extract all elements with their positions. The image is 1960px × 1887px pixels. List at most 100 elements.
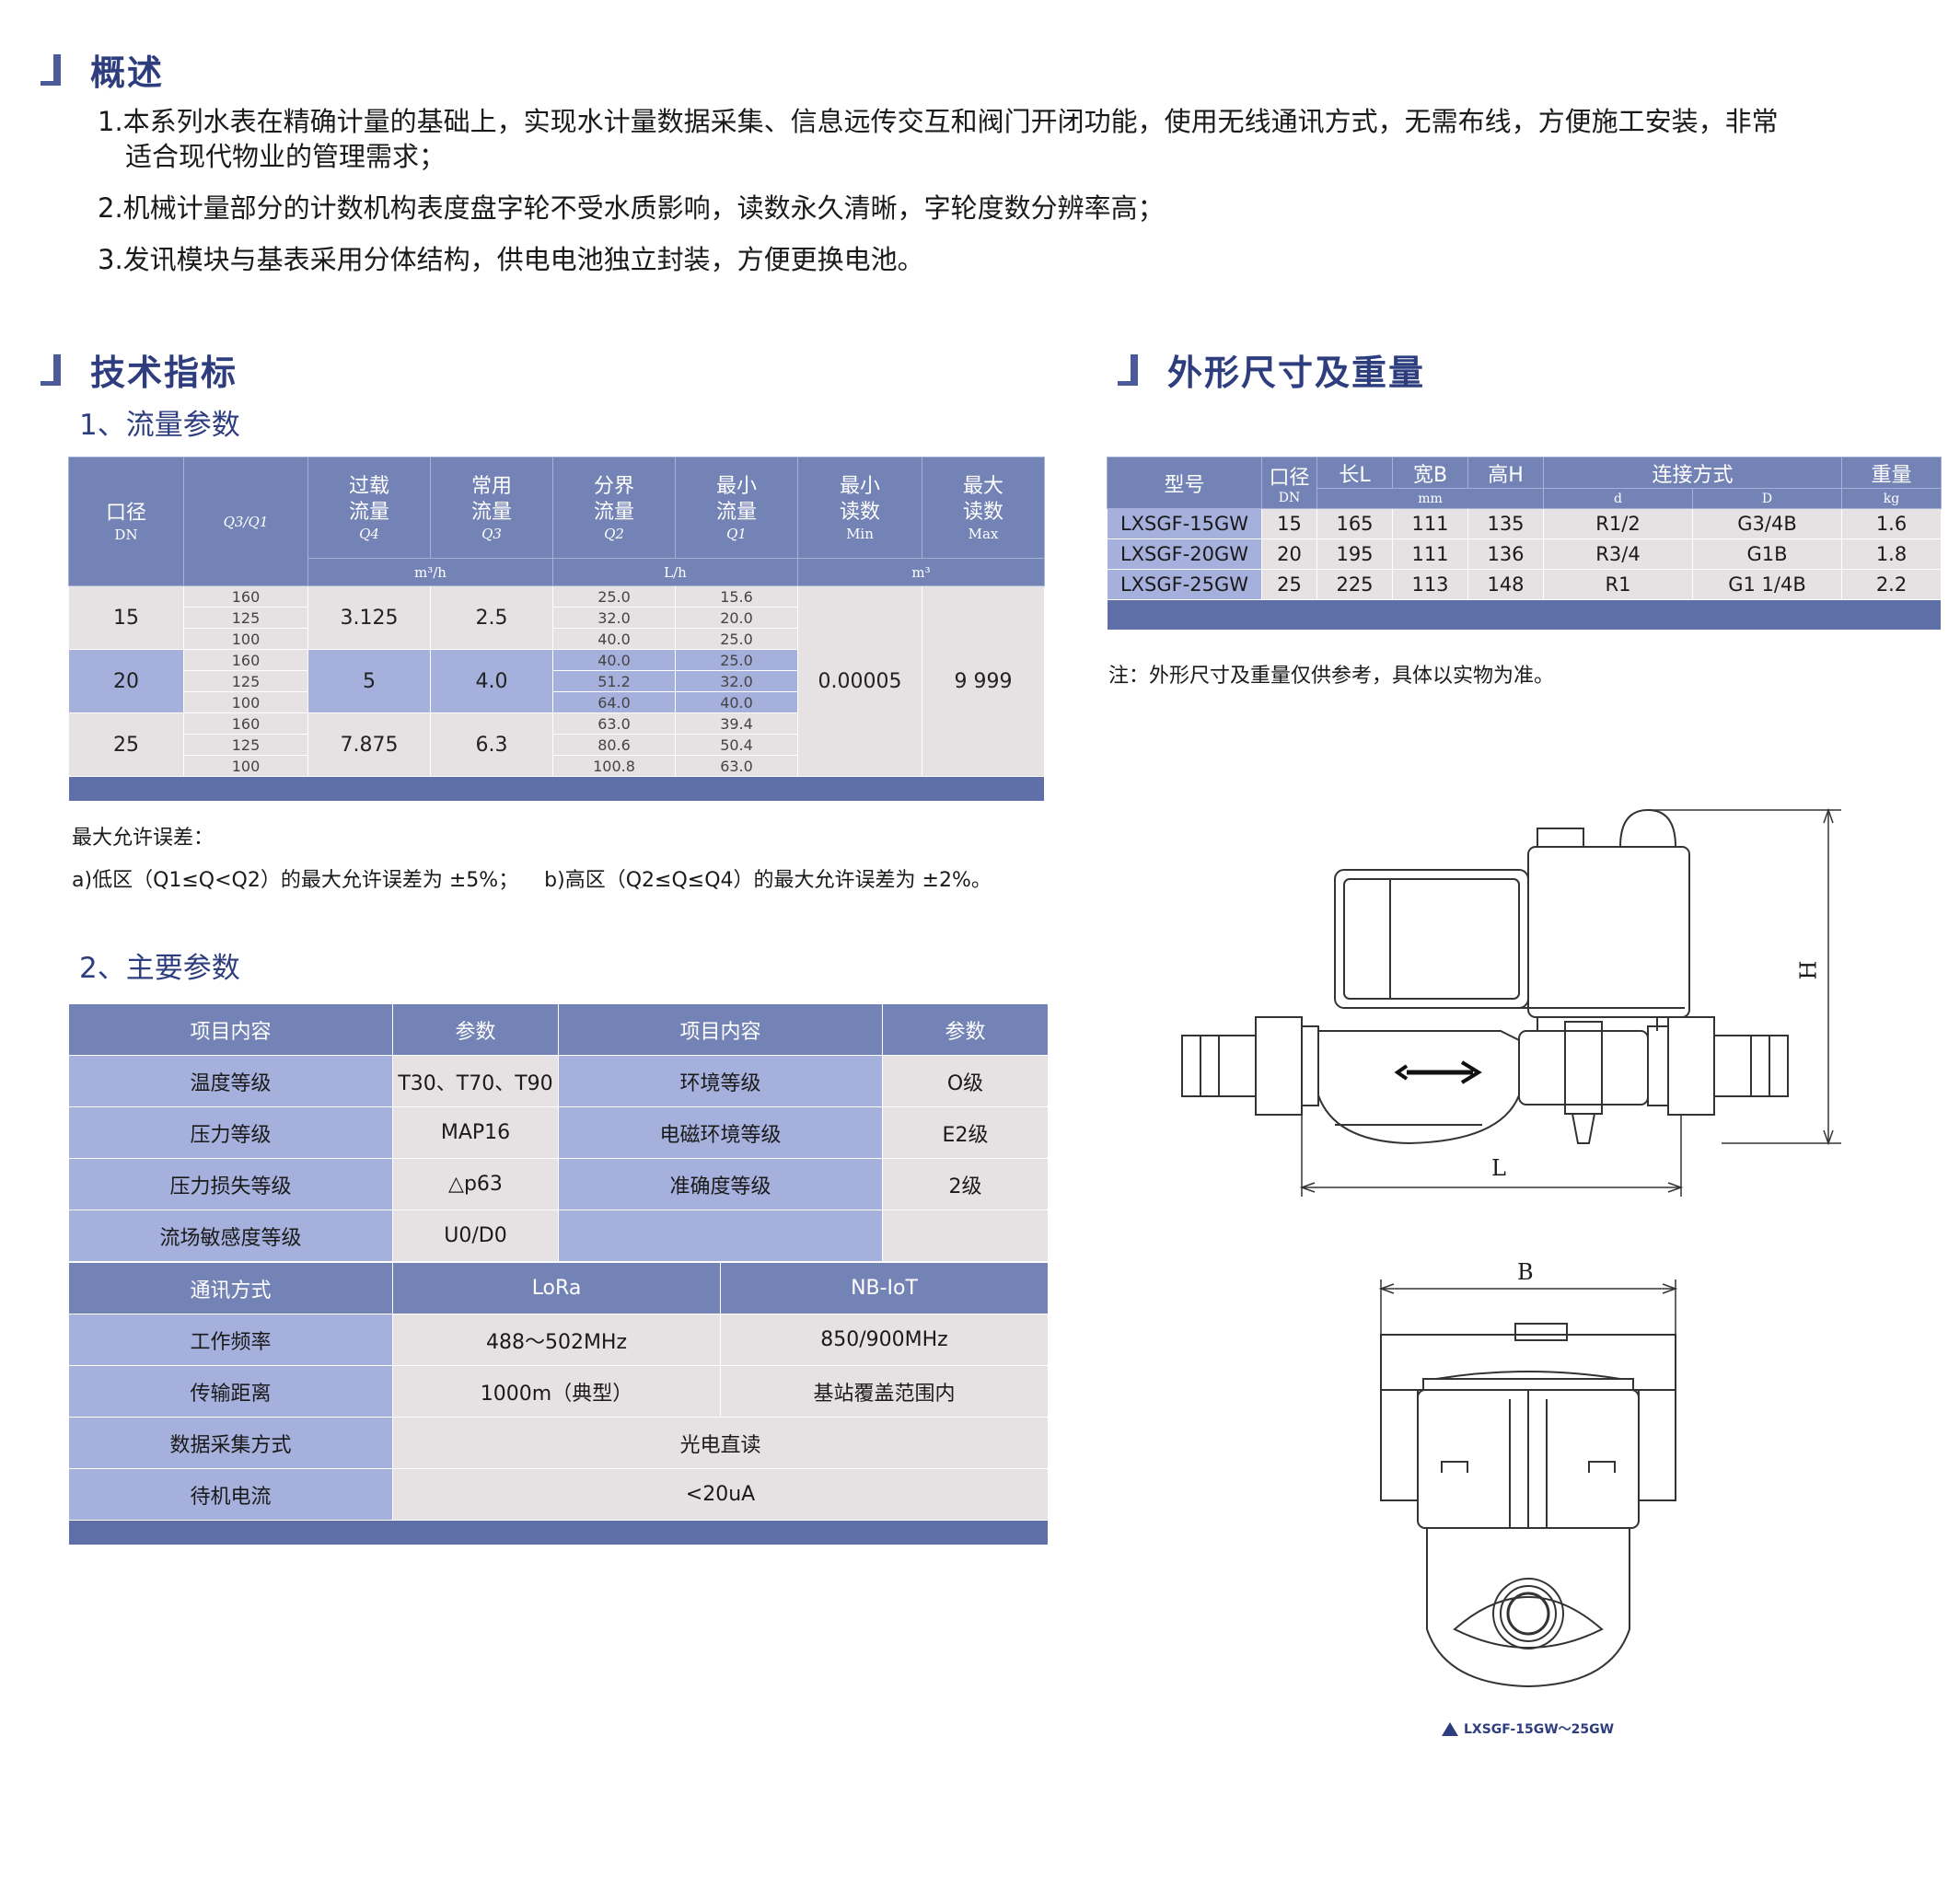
unit-kg: kg — [1841, 488, 1943, 509]
cell-q1: 25.0 — [675, 628, 798, 650]
meter-front-view-drawing — [1378, 1279, 1678, 1688]
param-value: 850/900MHz — [720, 1314, 1049, 1366]
table-row: 压力损失等级 △p63 准确度等级 2级 — [68, 1158, 1049, 1210]
cell-ratio: 160 — [183, 712, 308, 735]
param-label: 准确度等级 — [558, 1158, 883, 1210]
param-value: △p63 — [392, 1158, 559, 1210]
cell-min-reading: 0.00005 — [797, 585, 922, 777]
cell-D: G1B — [1691, 538, 1843, 570]
param-label: 待机电流 — [68, 1468, 393, 1521]
table-header-row: 项目内容 参数 项目内容 参数 — [68, 1003, 1049, 1056]
param-value: T30、T70、T90 — [392, 1055, 559, 1107]
header-param: 参数 — [882, 1003, 1049, 1056]
cell-q3: 4.0 — [430, 649, 553, 713]
cell-weight: 1.8 — [1841, 538, 1943, 570]
cell-model: LXSGF-25GW — [1107, 569, 1262, 600]
param-label: 压力等级 — [68, 1106, 393, 1159]
error-label: 最大允许误差： — [72, 827, 215, 850]
comm-nbiot: NB-IoT — [720, 1262, 1049, 1314]
param-value — [882, 1210, 1049, 1262]
comm-params-table: 通讯方式 LoRa NB-IoT 工作频率 488～502MHz 850/900… — [68, 1262, 1049, 1545]
param-value: 488～502MHz — [392, 1314, 721, 1366]
param-label: 数据采集方式 — [68, 1417, 393, 1469]
param-label: 温度等级 — [68, 1055, 393, 1107]
table-row: 25 160 7.875 6.3 63.0 39.4 — [68, 712, 1045, 777]
triangle-icon — [1442, 1721, 1458, 1736]
cell-ratio: 160 — [183, 585, 308, 608]
cell-D: G1 1/4B — [1691, 569, 1843, 600]
cell-dn: 20 — [1261, 538, 1317, 570]
cell-dn: 25 — [1261, 569, 1317, 600]
param-value: 2级 — [882, 1158, 1049, 1210]
table-header-row: 通讯方式 LoRa NB-IoT — [68, 1262, 1049, 1314]
param-value: <20uA — [392, 1468, 1049, 1521]
param-label: 传输距离 — [68, 1365, 393, 1418]
cell-ratio: 125 — [183, 607, 308, 629]
cell-q1: 40.0 — [675, 691, 798, 713]
dims-note: 注：外形尺寸及重量仅供参考，具体以实物为准。 — [1108, 665, 1555, 688]
cell-q4: 5 — [307, 649, 431, 713]
drawing-caption: LXSGF-15GW～25GW — [1442, 1719, 1614, 1738]
col-weight: 重量 — [1841, 457, 1943, 489]
cell-q2: 32.0 — [552, 607, 676, 629]
table-row: 温度等级 T30、T70、T90 环境等级 O级 — [68, 1055, 1049, 1107]
col-ratio: Q3/Q1 — [183, 457, 308, 586]
cell-ratio: 160 — [183, 649, 308, 671]
header-param: 参数 — [392, 1003, 559, 1056]
overview-item-2: 2.机械计量部分的计数机构表度盘字轮不受水质影响，读数永久清晰，字轮度数分辨率高… — [98, 192, 1165, 224]
cell-q2: 40.0 — [552, 649, 676, 671]
comm-lora: LoRa — [392, 1262, 721, 1314]
cell-q2: 51.2 — [552, 670, 676, 692]
cell-ratio: 100 — [183, 691, 308, 713]
param-label: 环境等级 — [558, 1055, 883, 1107]
param-label: 电磁环境等级 — [558, 1106, 883, 1159]
cell-d: R1/2 — [1543, 508, 1693, 539]
unit-mm: mm — [1316, 488, 1544, 509]
cell-q1: 25.0 — [675, 649, 798, 671]
table-footer-bar — [1106, 599, 1943, 631]
cell-ratio: 125 — [183, 670, 308, 692]
table-row: 传输距离 1000m（典型） 基站覆盖范围内 — [68, 1365, 1049, 1418]
cell-q1: 20.0 — [675, 607, 798, 629]
section-marker-icon — [1118, 353, 1142, 386]
header-item: 项目内容 — [558, 1003, 883, 1056]
param-value: U0/D0 — [392, 1210, 559, 1262]
cell-weight: 2.2 — [1841, 569, 1943, 600]
overview-item-1: 1.本系列水表在精确计量的基础上，实现水计量数据采集、信息远传交互和阀门开闭功能… — [98, 106, 1779, 137]
cell-q3: 2.5 — [430, 585, 553, 650]
cell-ratio: 125 — [183, 734, 308, 756]
cell-d: R3/4 — [1543, 538, 1693, 570]
cell-width: 111 — [1392, 538, 1468, 570]
param-value: 1000m（典型） — [392, 1365, 721, 1418]
cell-width: 113 — [1392, 569, 1468, 600]
dim-label-l: L — [1491, 1155, 1506, 1181]
param-value: 基站覆盖范围内 — [720, 1365, 1049, 1418]
cell-max-reading: 9 999 — [922, 585, 1045, 777]
unit-m3h: m³/h — [307, 558, 553, 586]
col-width: 宽B — [1392, 457, 1468, 489]
cell-ratio: 100 — [183, 628, 308, 650]
cell-length: 195 — [1316, 538, 1393, 570]
unit-m3: m³ — [797, 558, 1045, 586]
cell-height: 135 — [1467, 508, 1544, 539]
table-row: 15 160 3.125 2.5 25.0 15.6 0.00005 9 999 — [68, 585, 1045, 777]
comm-label: 通讯方式 — [68, 1262, 393, 1314]
cell-q2: 80.6 — [552, 734, 676, 756]
table-row: LXSGF-25GW 25 225 113 148 R1 G1 1/4B 2.2 — [1107, 569, 1943, 600]
param-label: 流场敏感度等级 — [68, 1210, 393, 1262]
param-label: 压力损失等级 — [68, 1158, 393, 1210]
flow-subtitle: 1、流量参数 — [79, 409, 240, 442]
table-row: 100 64.0 40.0 — [69, 691, 1045, 713]
col-d: d — [1543, 488, 1693, 509]
param-value: 光电直读 — [392, 1417, 1049, 1469]
cell-height: 148 — [1467, 569, 1544, 600]
cell-weight: 1.6 — [1841, 508, 1943, 539]
